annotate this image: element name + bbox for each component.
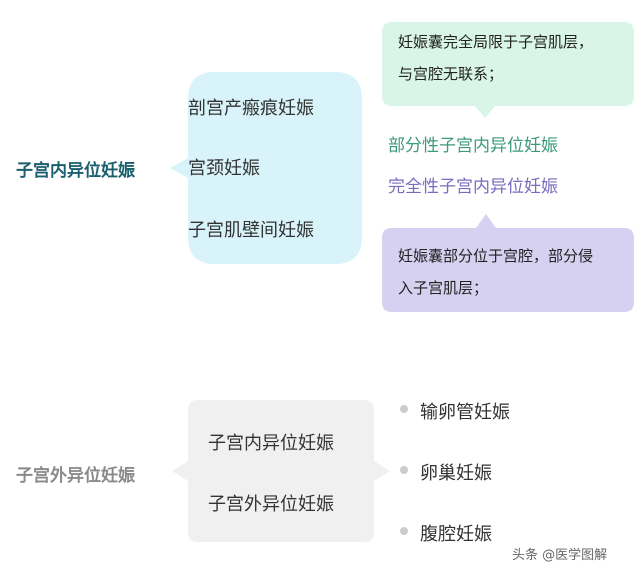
complete-note-line-1: 妊娠囊完全局限于子宫肌层， [398,33,594,51]
middle-item-intrauterine: 子宫内异位妊娠 [208,433,334,454]
middle-item-extrauterine: 子宫外异位妊娠 [208,494,334,515]
partial-note: 妊娠囊部分位于宫腔，部分侵 入子宫肌层； [398,240,630,304]
complete-type-label: 完全性子宫内异位妊娠 [388,177,558,197]
extrauterine-bubble-shape [172,400,374,542]
type-cesarean-scar: 剖宫产瘢痕妊娠 [188,98,314,119]
partial-note-line-2: 入子宫肌层； [398,279,489,297]
partial-note-shape [382,214,634,312]
type-cervical: 宫颈妊娠 [188,158,260,179]
list-bullet [400,466,408,474]
list-bullet [400,527,408,535]
complete-note: 妊娠囊完全局限于子宫肌层， 与宫腔无联系； [398,26,630,90]
type-intramural: 子宫肌壁间妊娠 [188,220,314,241]
watermark: 头条 @医学图解 [512,548,608,563]
intrauterine-label: 子宫内异位妊娠 [16,161,135,181]
item-ovarian: 卵巢妊娠 [420,463,492,484]
complete-note-line-2: 与宫腔无联系； [398,65,504,83]
extrauterine-right-pointer [374,461,390,481]
extrauterine-label: 子宫外异位妊娠 [16,466,135,486]
item-abdominal: 腹腔妊娠 [420,524,492,545]
partial-note-line-1: 妊娠囊部分位于宫腔，部分侵 [398,247,594,265]
item-tubal: 输卵管妊娠 [420,402,510,423]
partial-type-label: 部分性子宫内异位妊娠 [388,136,558,156]
list-bullet [400,405,408,413]
intrauterine-bubble-shape [170,72,362,264]
complete-note-shape [382,22,634,118]
